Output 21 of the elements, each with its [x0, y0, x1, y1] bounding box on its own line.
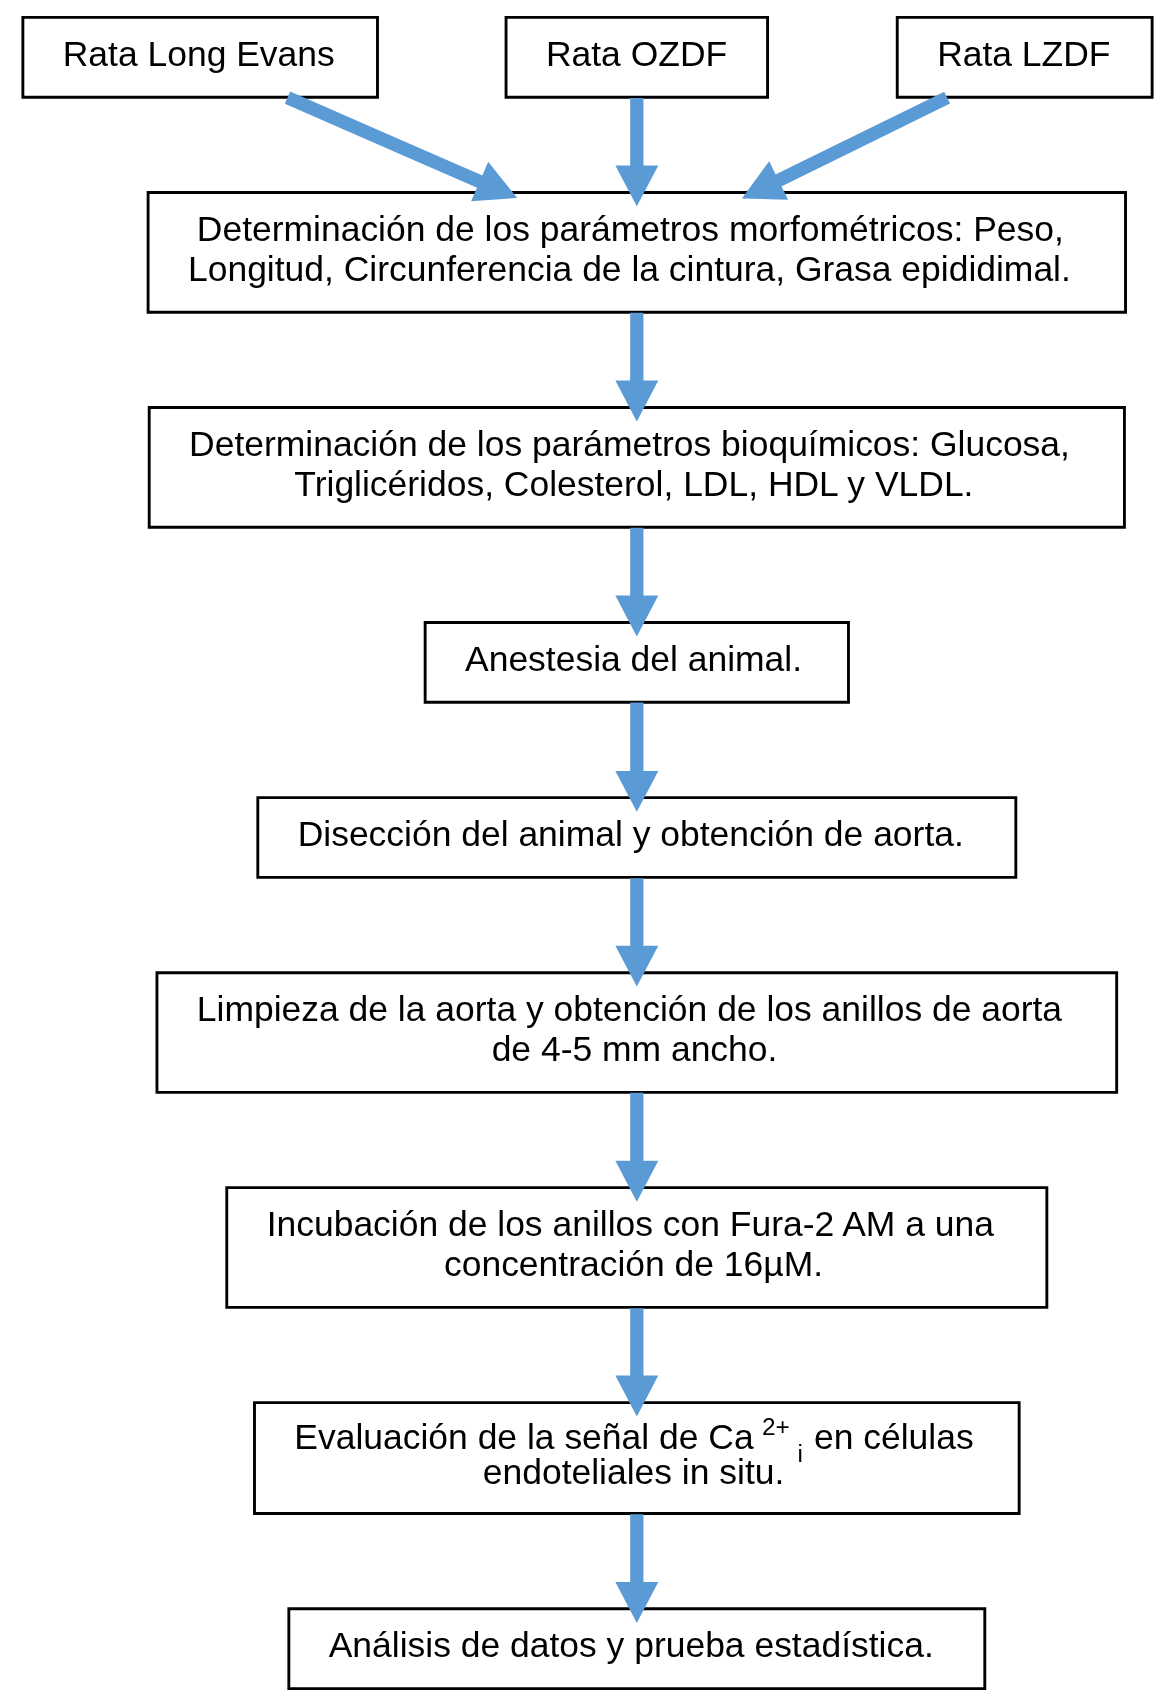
node-box: Rata OZDF [504, 15, 769, 99]
node-box: Rata Long Evans [20, 15, 379, 99]
arrow [614, 98, 658, 207]
arrow [614, 312, 658, 422]
arrow [614, 1092, 658, 1202]
node-box: Rata LZDF [895, 15, 1154, 99]
arrow [614, 1514, 658, 1623]
arrow [614, 527, 658, 637]
arrow [284, 91, 517, 202]
arrow [741, 91, 950, 200]
arrow [614, 1308, 658, 1417]
node-box: Incubación de los anillos con Fura-2 AM a una concentración de 16µM. [224, 1186, 1048, 1309]
node-box: Anestesia del animal. [423, 621, 850, 704]
node-box: Análisis de datos y prueba estadística. [286, 1607, 986, 1691]
node-box: Evaluación de la señal de Ca$^{2+}$ $_{i}$ en células endoteliales in situ. [252, 1401, 1021, 1515]
arrow [614, 878, 658, 987]
node-box: Limpieza de la aorta y obtención de los anillos de aorta de 4-5 mm ancho. [155, 971, 1118, 1094]
arrow [614, 702, 658, 812]
node-box: Disección del animal y obtención de aorta. [255, 796, 1017, 879]
node-box: Determinación de los parámetros morfométricos: Peso, Longitud, Circunferencia de la cintura, Grasa epididimal. [146, 191, 1127, 314]
node-box: Determinación de los parámetros bioquímicos: Glucosa, Triglicéridos, Colesterol, LDL, HDL y VLDL. [147, 406, 1126, 529]
